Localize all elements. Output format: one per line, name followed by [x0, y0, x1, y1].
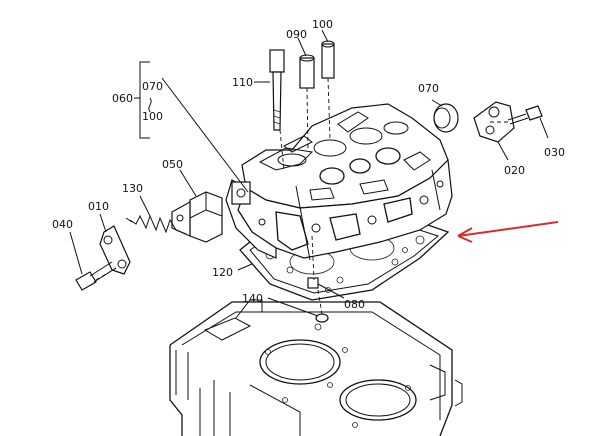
leader-lines — [69, 29, 549, 317]
bolt-110 — [269, 49, 285, 131]
label-090: 090 — [286, 28, 307, 41]
label-070-group: 070 — [142, 80, 163, 93]
label-130: 130 — [122, 182, 143, 195]
bolt-030 — [507, 105, 543, 125]
red-pointer-arrow — [457, 221, 559, 243]
dowel-080 — [307, 277, 319, 289]
label-070a-squiggle — [148, 97, 152, 113]
sleeve-090 — [299, 54, 315, 89]
label-100-group: 100 — [142, 110, 163, 123]
label-010: 010 — [88, 200, 109, 213]
label-100-top: 100 — [312, 18, 333, 31]
washer-140 — [315, 313, 329, 323]
bolt-040 — [75, 261, 117, 291]
bracket-060-group — [139, 61, 150, 139]
label-140: 140 — [242, 292, 263, 305]
engine-block — [169, 299, 463, 436]
label-020: 020 — [504, 164, 525, 177]
label-050: 050 — [162, 158, 183, 171]
cylinder-head — [225, 103, 453, 261]
plug-070 — [433, 103, 459, 133]
bracket-050 — [171, 191, 223, 243]
label-030: 030 — [544, 146, 565, 159]
label-080: 080 — [344, 298, 365, 311]
label-040: 040 — [52, 218, 73, 231]
label-120: 120 — [212, 266, 233, 279]
spring-130 — [125, 214, 187, 235]
label-070: 070 — [418, 82, 439, 95]
label-110: 110 — [232, 76, 253, 89]
label-060: 060 — [112, 92, 133, 105]
plate-010 — [99, 225, 131, 275]
sleeve-100 — [321, 40, 335, 79]
